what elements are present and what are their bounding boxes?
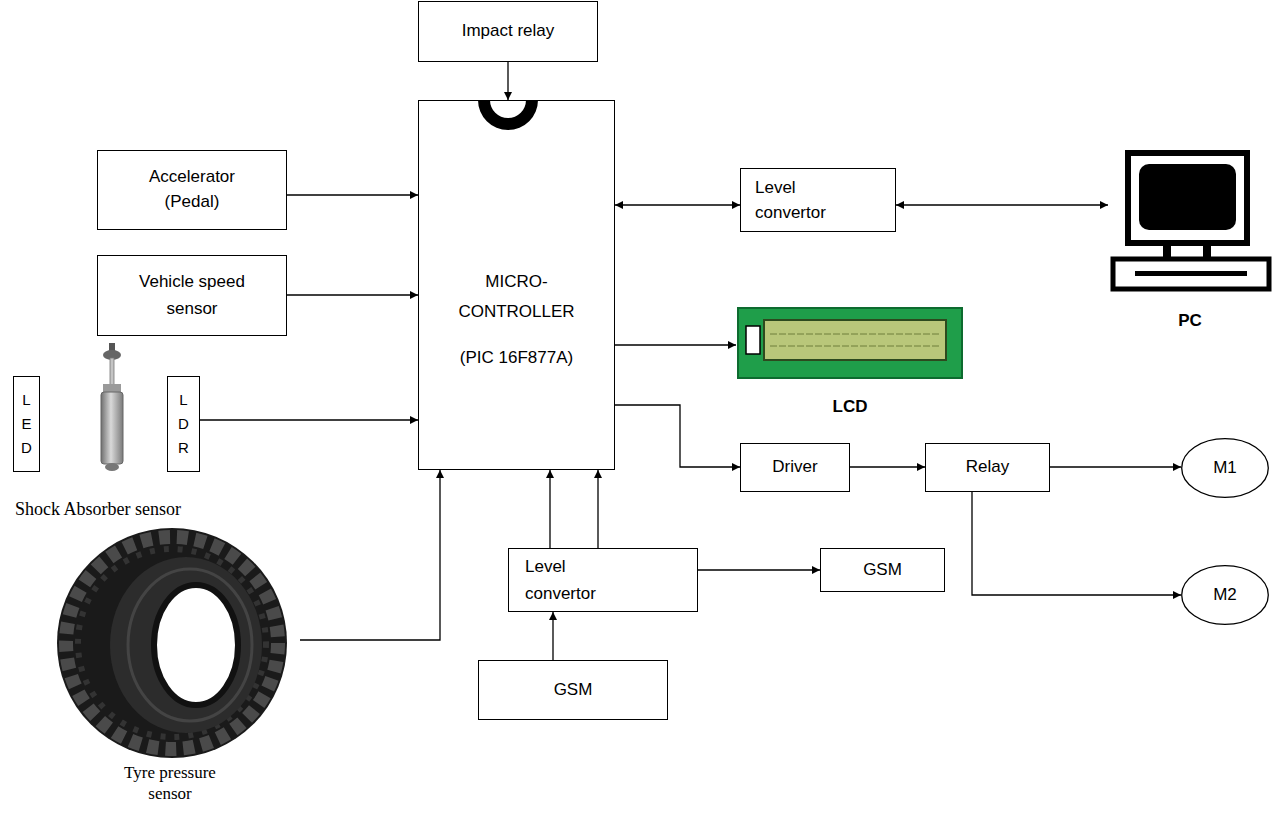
signal-arrow [552,612,553,660]
absorber-rod [110,358,114,388]
gsm-box: GSM [478,660,668,720]
node-sublabel: (PIC 16F877A) [460,343,573,373]
tyre-sidewall [110,557,262,733]
tyre-sensor-node: Tyre pressure sensor [40,520,300,810]
converter-box: Level convertor [740,168,896,232]
signal-arrow [300,470,440,640]
monitor-stand [1203,246,1211,258]
lcd-glass [764,320,946,360]
node-label: Accelerator (Pedal) [137,165,247,214]
node-label: Level convertor [525,553,615,607]
tyre-outer [57,528,287,758]
ldr-box: L D R [167,376,200,472]
controller-box: MICRO- CONTROLLER (PIC 16F877A) [418,100,615,470]
input-box: Vehicle speed sensor [97,255,287,336]
motor-circle: M1 [1181,438,1269,498]
signal-arrow [615,204,740,205]
driver-box: Driver [740,443,850,492]
motor-outline [1182,566,1269,625]
node-label: Tyre pressure sensor [108,762,233,805]
signal-arrow [698,569,820,570]
lcd-character-cells [770,334,940,346]
node-label: Driver [772,456,817,478]
node-label: PC [1178,310,1202,332]
signal-arrow [615,405,740,467]
impact-relay-box: Impact relay [418,1,598,62]
node-label: Level convertor [755,175,845,226]
gsm-box: GSM [820,548,945,592]
motor-outline [1182,439,1269,498]
node-label: MICRO- CONTROLLER [452,267,582,327]
node-label: GSM [554,679,593,701]
node-label: L E D [19,388,34,460]
absorber-body [101,392,123,464]
signal-arrow [200,419,418,420]
led-box: L E D [13,376,40,472]
tyre-hole [154,585,238,705]
tyre-picture [57,528,287,758]
relay-box: Relay [925,443,1050,492]
absorber-eye [105,463,119,471]
tyre-tread [78,549,266,737]
node-label: GSM [863,559,902,581]
monitor-stand [1163,246,1171,258]
node-label: M1 [1213,457,1237,479]
computer-picture [1113,153,1269,289]
signal-arrow [549,470,550,548]
computer-base [1113,259,1269,289]
computer-slot [1135,271,1247,276]
signal-arrow [507,62,508,100]
signal-arrow [597,470,598,548]
converter-box: Level convertor [508,548,698,612]
part-name: Shock Absorber sensor [15,499,181,521]
monitor-screen [1139,164,1236,230]
lcd-connector [746,326,760,354]
signal-arrow [896,204,1108,205]
signal-arrow [615,344,736,345]
motor-circle: M2 [1181,565,1269,625]
signal-arrow [850,466,925,467]
tyre-sidewall-ring [128,569,252,721]
shock-absorber-picture [101,343,123,471]
computer-node: PC [1108,150,1272,335]
display-node: LCD [736,306,964,420]
lcd-picture [738,308,962,378]
node-label: Vehicle speed sensor [127,269,257,322]
chip-notch [478,100,538,130]
signal-arrow [287,194,418,195]
node-label: Relay [966,456,1009,478]
signal-arrow [972,492,1181,595]
signal-arrow [287,294,418,295]
node-label: Impact relay [462,20,555,42]
tyre-tread [66,537,278,749]
signal-arrow [1050,466,1181,467]
input-box: Accelerator (Pedal) [97,150,287,230]
node-label: LCD [833,396,868,418]
monitor-frame [1128,153,1247,243]
node-label: L D R [176,388,191,460]
node-label: M2 [1213,584,1237,606]
lcd-board [738,308,962,378]
